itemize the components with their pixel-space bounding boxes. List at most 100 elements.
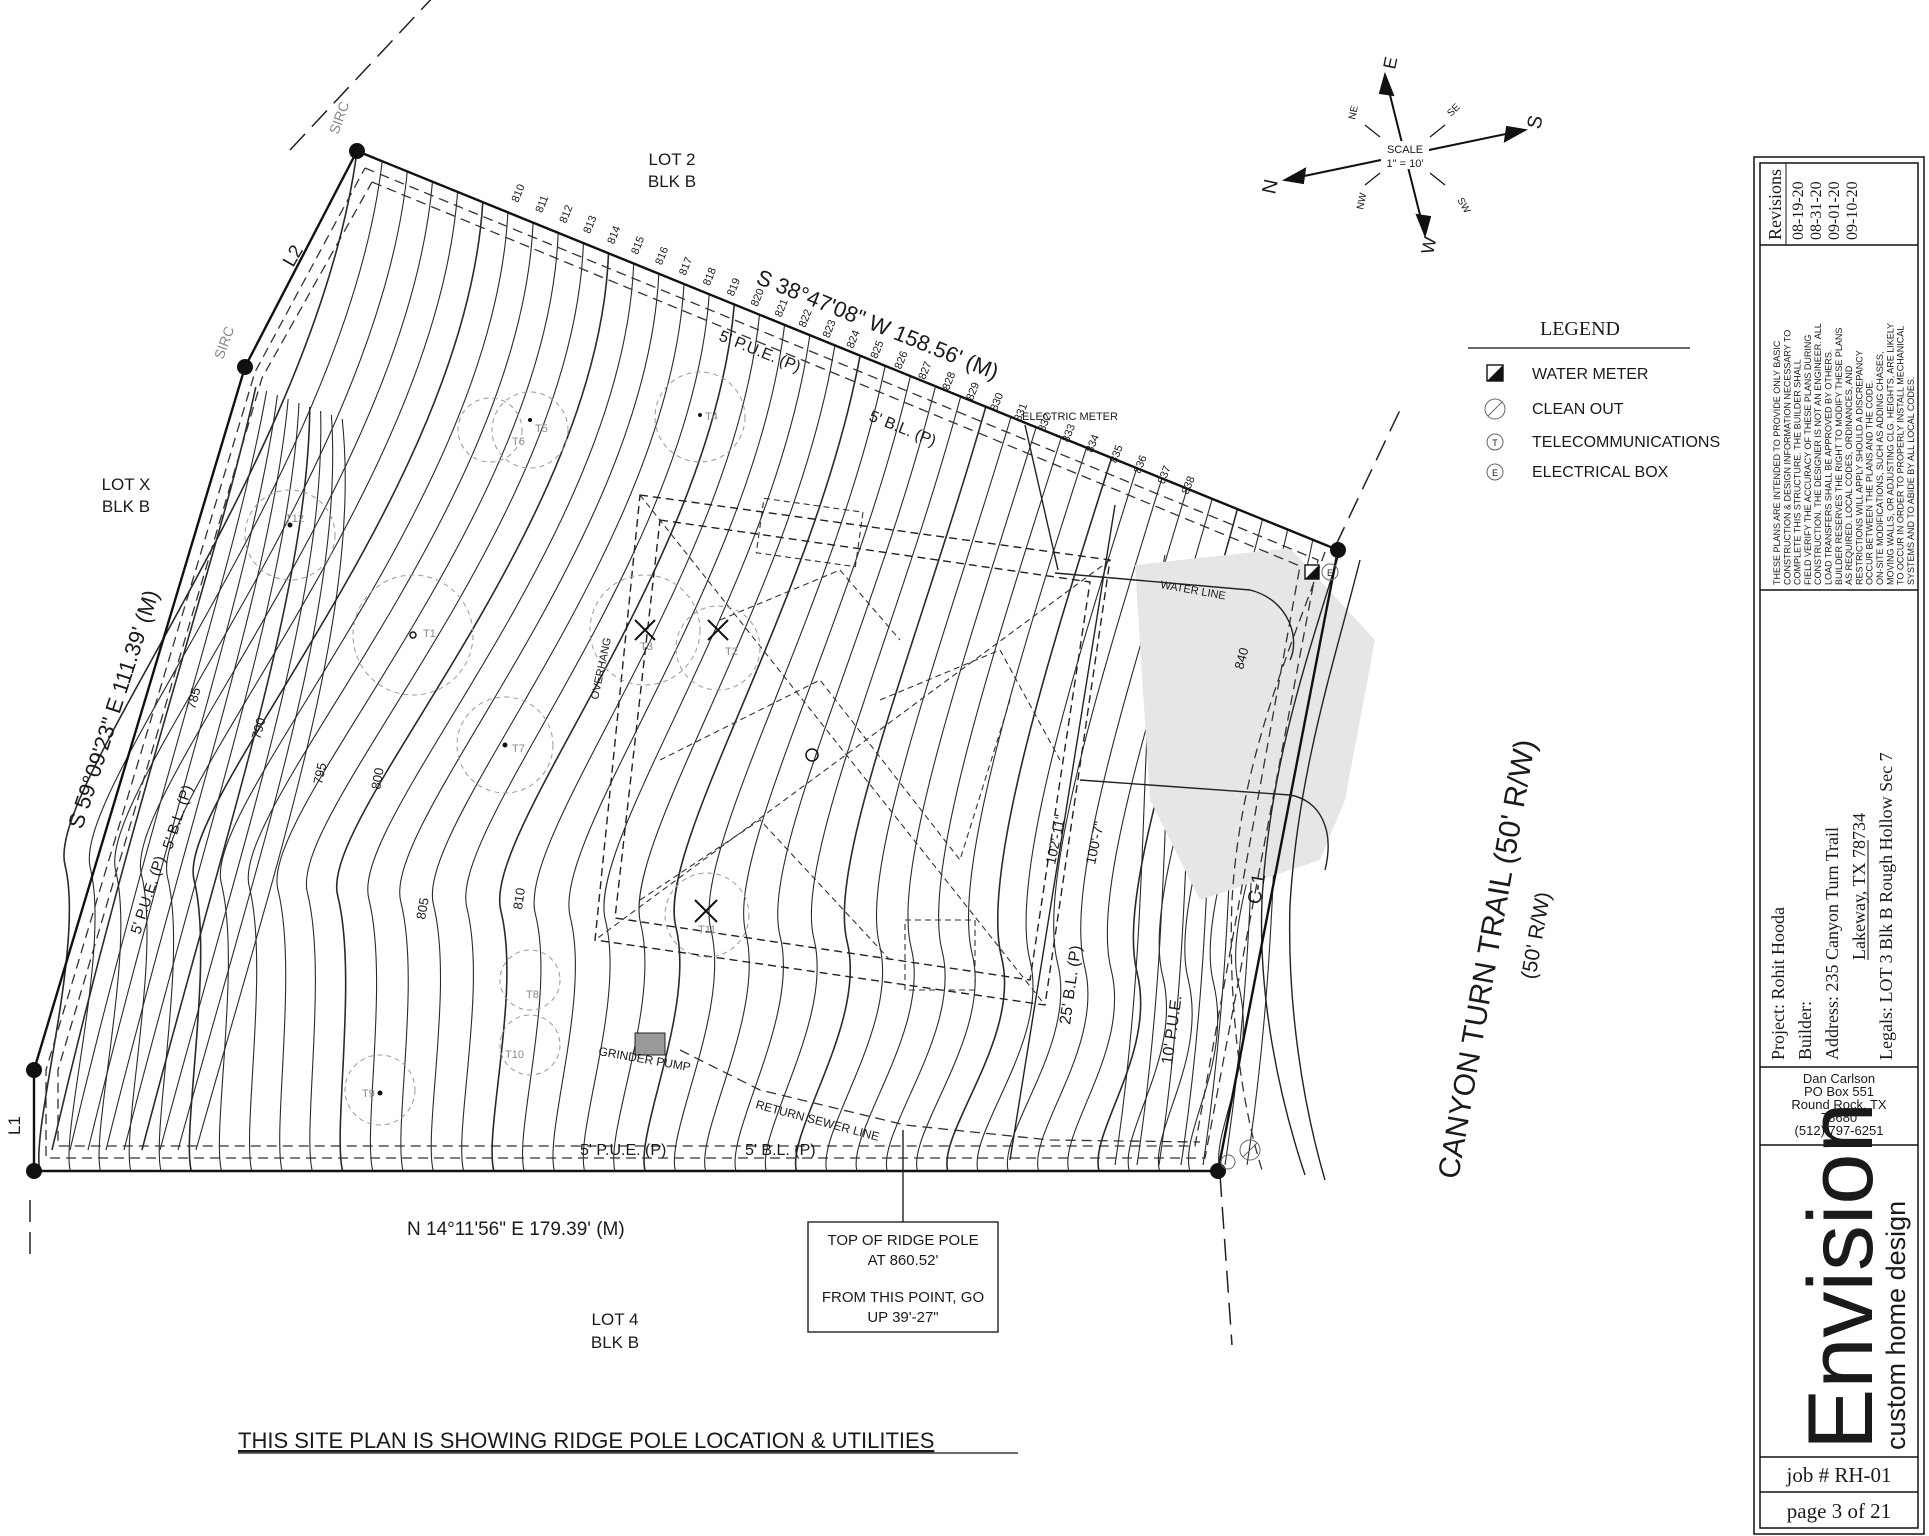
south-boundary-label: N 14°11'56" E 179.39' (M)	[407, 1219, 625, 1240]
disclaimer-line: CONSTRUCTION & DESIGN INFORMATION NECESS…	[1782, 330, 1792, 585]
revision-4: 09-10-20	[1844, 181, 1861, 240]
water-meter-symbol	[1304, 564, 1320, 580]
l1-label: L1	[5, 1116, 24, 1135]
sirc-left-label: SIRC	[211, 324, 237, 361]
pue-line	[57, 181, 1301, 1147]
street-row-label: (50' R/W)	[1517, 890, 1555, 981]
page-number: page 3 of 21	[1787, 1499, 1891, 1523]
contour-number: 827	[916, 360, 934, 382]
lot2-blk-label: BLK B	[648, 172, 696, 191]
contour-line	[521, 314, 761, 1172]
contour-line	[123, 402, 300, 1151]
tree-label-t4: T4	[705, 411, 718, 423]
contour-line	[98, 171, 408, 1172]
disclaimer-line: SYSTEMS AND TO ABIDE BY ALL LOCAL CODES.	[1906, 377, 1916, 585]
tree-label-t7: T7	[512, 743, 525, 755]
contour-line	[87, 394, 278, 1151]
contour-number: 819	[725, 277, 743, 299]
contour-line	[704, 375, 911, 1172]
contour-line	[430, 283, 685, 1172]
contour-number: 829	[964, 381, 982, 403]
contour-number: 828	[940, 370, 958, 392]
title-block: Revisions 08-19-20 08-31-20 09-01-20 09-…	[1753, 156, 1925, 1535]
ridge-pole-point	[805, 748, 819, 762]
lotx-blk-label: BLK B	[102, 497, 150, 516]
svg-text:E: E	[1492, 468, 1498, 478]
contour-line	[491, 304, 736, 1172]
contour-line	[367, 263, 635, 1172]
contour-line	[461, 294, 710, 1172]
disclaimer-line: ON-SITE MODIFICATIONS, SUCH AS ADDING CH…	[1875, 352, 1885, 585]
electrical-box-symbol: E	[1321, 563, 1339, 581]
contour-number: 824	[845, 329, 863, 351]
compass-se: SE	[1445, 102, 1462, 119]
tree-symbols	[244, 371, 761, 1126]
pue-south-label: 5' P.U.E. (P)	[580, 1142, 666, 1159]
revision-1: 08-19-20	[1790, 181, 1807, 240]
legend-item-electrical-box: ELECTRICAL BOX	[1532, 464, 1669, 481]
legend-water-meter-icon	[1486, 364, 1504, 382]
pue-north-label: 5' P.U.E. (P)	[717, 328, 803, 376]
contour-label-790: 790	[248, 716, 268, 741]
contour-line	[218, 212, 509, 1172]
contour-line	[885, 437, 1062, 1172]
contour-number: 830	[988, 391, 1006, 413]
contour-line	[335, 253, 610, 1172]
contour-line	[305, 243, 584, 1172]
water-line	[1054, 572, 1295, 661]
tree-label-t10: T10	[505, 1049, 524, 1061]
bl-25-line	[1009, 504, 1116, 1161]
lot4-blk-label: BLK B	[591, 1333, 639, 1352]
contour-line	[177, 414, 334, 1151]
pue-west-label: 5' P.U.E. (P)	[128, 854, 169, 936]
legend-clean-out-icon	[1484, 398, 1506, 420]
contour-line	[38, 150, 358, 1172]
ridge-note-box: TOP OF RIDGE POLE AT 860.52' FROM THIS P…	[807, 1221, 999, 1333]
tree-label-t5: T5	[535, 423, 548, 435]
designer-line4: 78680	[1821, 1110, 1857, 1125]
corner-marker-right	[1330, 542, 1346, 558]
corner-marker-l1-bottom	[26, 1163, 42, 1179]
ridge-note-line1: TOP OF RIDGE POLE	[827, 1232, 978, 1249]
corner-marker-bottom-right	[1210, 1163, 1226, 1179]
electric-line	[1079, 779, 1329, 871]
disclaimer-line: RESTRICTIONS WILL APPLY SHOULD A DISCREP…	[1854, 350, 1864, 585]
pue-east-label: 10' P.U.E.	[1159, 994, 1186, 1065]
contour-line	[276, 232, 559, 1172]
lotx-label: LOT X	[102, 475, 151, 494]
extension-line-right	[1334, 409, 1401, 548]
lot4-label: LOT 4	[592, 1310, 639, 1329]
contour-line	[195, 418, 346, 1151]
sirc-top-label: SIRC	[326, 99, 352, 136]
contour-line	[643, 355, 861, 1172]
contour-line	[582, 335, 811, 1172]
brand-name: Envision	[1790, 1102, 1892, 1450]
disclaimer-line: TO OCCUR IN ORDER TO PROPERLY INSTALL ME…	[1896, 326, 1906, 585]
contour-line	[51, 386, 257, 1151]
street-edge-inner	[1260, 549, 1341, 1176]
l2-label: L2	[279, 242, 308, 271]
svg-text:E: E	[1327, 568, 1333, 578]
corner-marker-l1-top	[26, 1062, 42, 1078]
tree-label-t2: T2	[725, 646, 738, 658]
compass-n: N	[1258, 177, 1283, 196]
compass-w: W	[1417, 235, 1440, 256]
contour-line	[825, 416, 1012, 1172]
west-boundary-label: S 59°09'23" E 111.39' (M)	[63, 587, 164, 832]
contour-line	[68, 161, 383, 1172]
contour-line	[141, 406, 311, 1151]
contour-number: 811	[534, 194, 552, 215]
revision-3: 09-01-20	[1826, 181, 1843, 240]
contour-line	[552, 324, 786, 1172]
revision-2: 08-31-20	[1808, 181, 1825, 240]
house-footprint	[594, 494, 1111, 1056]
contour-line	[1037, 488, 1188, 1172]
contour-label-800: 800	[368, 767, 387, 791]
contour-line	[158, 191, 459, 1172]
contour-number: 834	[1084, 433, 1102, 455]
contour-label-840: 840	[1231, 646, 1251, 671]
tree-label-t6: T6	[512, 436, 525, 448]
disclaimer-line: BUILDER RESERVES THE RIGHT TO MODIFY THE…	[1834, 328, 1844, 585]
